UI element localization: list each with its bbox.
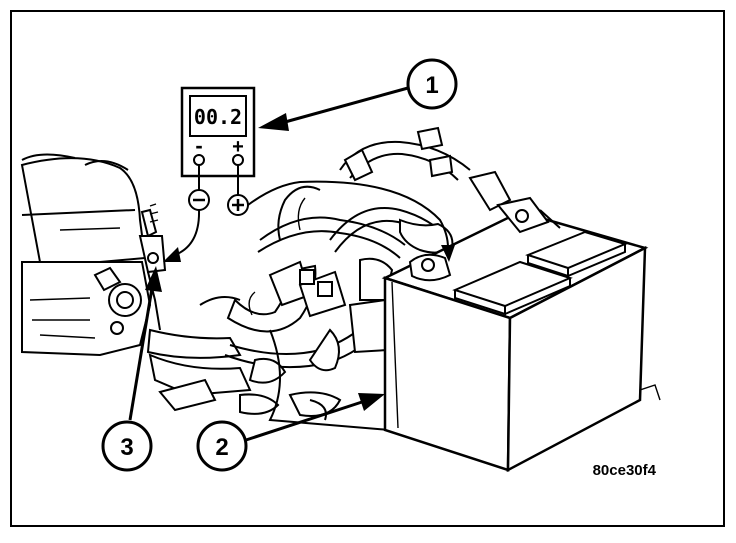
callout-3: 3 <box>101 266 162 472</box>
voltmeter: 00.2 - + <box>180 86 256 195</box>
callout-3-leader <box>128 287 154 421</box>
negative-test-lead <box>163 189 210 262</box>
voltmeter-minus-jack <box>193 154 205 166</box>
voltmeter-plus-label: + <box>232 136 244 158</box>
callout-1-number: 1 <box>425 72 438 99</box>
callout-2: 2 <box>196 393 385 472</box>
negative-battery-terminal <box>408 253 452 282</box>
voltmeter-minus-label: - <box>195 133 202 158</box>
callout-1-leader <box>284 86 409 124</box>
positive-test-lead <box>227 180 455 262</box>
negative-lead-arrowhead <box>163 247 181 262</box>
callout-2-leader <box>245 400 363 442</box>
battery <box>381 196 661 473</box>
positive-lead-arrowhead <box>441 245 455 262</box>
engine-block <box>20 153 252 412</box>
voltmeter-plus-jack <box>232 154 244 166</box>
wiring-harness <box>199 126 512 431</box>
figure-code: 80ce30f4 <box>593 462 657 479</box>
voltmeter-display <box>189 95 247 137</box>
callout-1: 1 <box>258 58 458 131</box>
callout-3-number: 3 <box>120 434 133 461</box>
callout-2-number: 2 <box>215 434 228 461</box>
voltmeter-reading: 00.2 <box>194 105 242 129</box>
positive-battery-terminal <box>496 196 561 234</box>
